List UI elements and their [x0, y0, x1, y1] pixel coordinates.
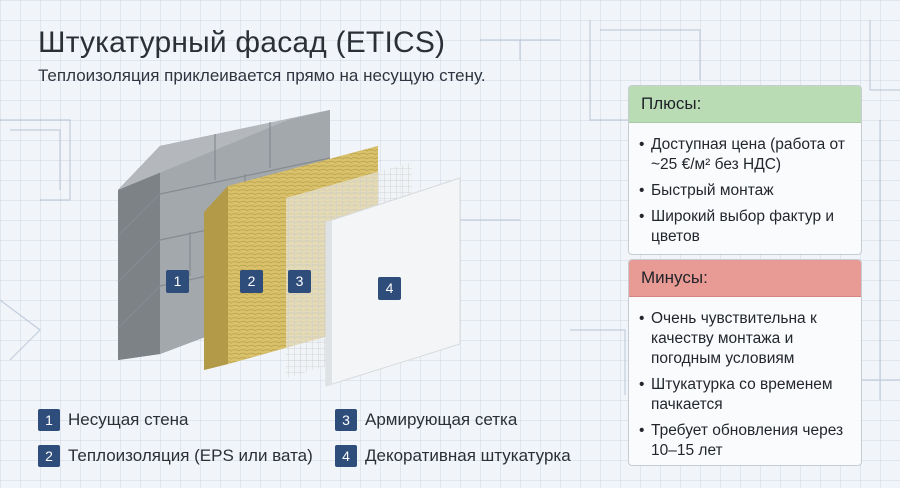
- legend-label: Армирующая сетка: [365, 410, 518, 429]
- list-item: Доступная цена (работа от ~25 €/м² без Н…: [639, 135, 851, 175]
- pros-panel: Плюсы: Доступная цена (работа от ~25 €/м…: [628, 85, 862, 255]
- list-item: Широкий выбор фактур и цветов: [639, 207, 851, 247]
- page-title: Штукатурный фасад (ETICS): [38, 26, 446, 59]
- list-item: Очень чувствительна к качеству монтажа и…: [639, 309, 851, 369]
- layer-badge-2: 2: [240, 270, 263, 293]
- legend-label: Теплоизоляция (EPS или вата): [68, 446, 313, 465]
- cons-title: Минусы:: [629, 260, 861, 297]
- legend-label: Несущая стена: [68, 410, 189, 429]
- page-subtitle: Теплоизоляция приклеивается прямо на нес…: [38, 66, 486, 85]
- legend-number: 3: [335, 409, 357, 431]
- layer-badge-1: 1: [166, 270, 189, 293]
- layer-illustration: [117, 110, 461, 387]
- list-item: Штукатурка со временем пачкается: [639, 375, 851, 415]
- legend-item-3: 3 Армирующая сетка: [335, 409, 517, 431]
- list-item: Быстрый монтаж: [639, 181, 851, 201]
- legend-item-2: 2 Теплоизоляция (EPS или вата): [38, 445, 313, 467]
- legend-label: Декоративная штукатурка: [365, 446, 571, 465]
- cons-list: Очень чувствительна к качеству монтажа и…: [629, 297, 861, 465]
- legend-number: 2: [38, 445, 60, 467]
- legend-item-1: 1 Несущая стена: [38, 409, 189, 431]
- pros-title: Плюсы:: [629, 86, 861, 123]
- cons-panel: Минусы: Очень чувствительна к качеству м…: [628, 259, 862, 466]
- pros-list: Доступная цена (работа от ~25 €/м² без Н…: [629, 123, 861, 254]
- layer-badge-4: 4: [378, 277, 401, 300]
- legend-number: 4: [335, 445, 357, 467]
- legend-item-4: 4 Декоративная штукатурка: [335, 445, 571, 467]
- legend-number: 1: [38, 409, 60, 431]
- list-item: Требует обновления через 10–15 лет: [639, 421, 851, 461]
- layer-badge-3: 3: [288, 270, 311, 293]
